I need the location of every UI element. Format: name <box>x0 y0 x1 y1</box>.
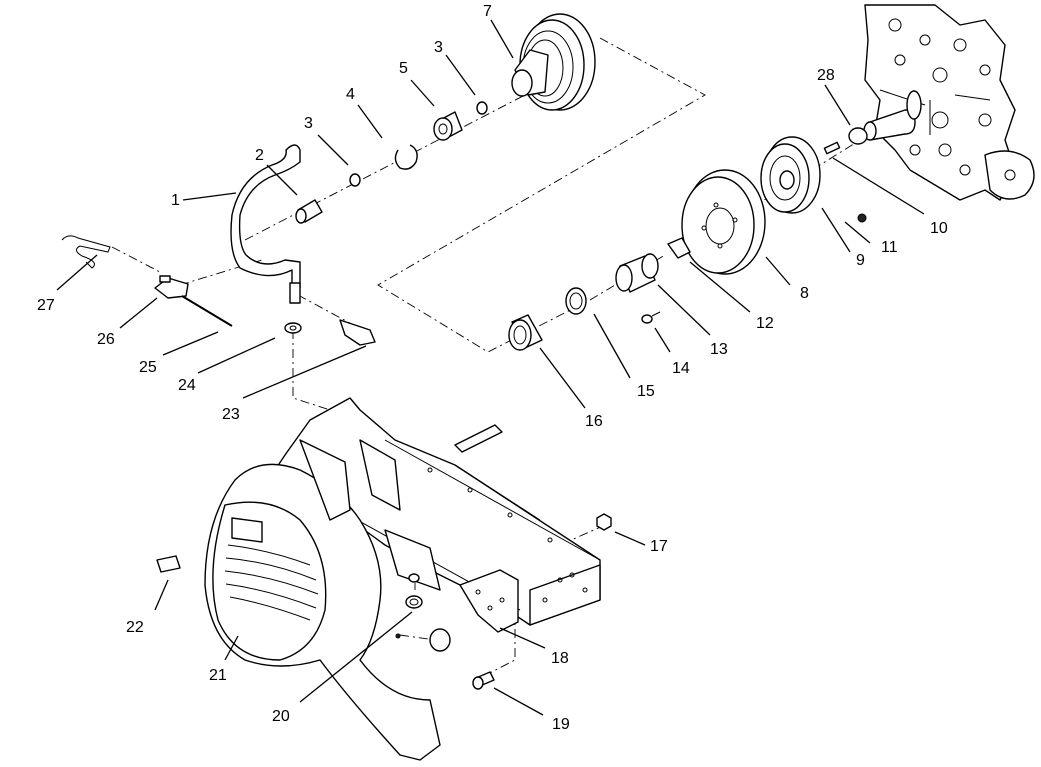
part-4-snap-ring <box>394 144 418 170</box>
part-15-ring <box>565 287 587 315</box>
callout-12: 12 <box>756 315 774 332</box>
leader-lines <box>56 19 925 716</box>
callout-1: 1 <box>171 192 180 209</box>
part-25-pin <box>181 295 233 327</box>
part-5-bearing <box>433 111 463 141</box>
callout-21: 21 <box>209 667 227 684</box>
part-12-clip <box>667 237 691 259</box>
chassis-frame <box>274 397 601 626</box>
part-2-coupler <box>295 199 323 224</box>
part-28-bushing <box>848 127 868 145</box>
callout-13: 13 <box>710 341 728 358</box>
part-19-bolt <box>472 671 495 690</box>
callout-7: 7 <box>483 3 492 20</box>
callout-19: 19 <box>552 716 570 733</box>
callout-23: 23 <box>222 406 240 423</box>
part-14-screw <box>641 311 661 324</box>
part-26-bracket <box>154 275 189 299</box>
callout-14: 14 <box>672 360 690 377</box>
callout-25: 25 <box>139 359 157 376</box>
callout-18: 18 <box>551 650 569 667</box>
callout-3a: 3 <box>304 115 313 132</box>
part-24-washer <box>284 322 302 334</box>
engine <box>863 4 1035 201</box>
callout-17: 17 <box>650 538 668 555</box>
callout-5: 5 <box>399 60 408 77</box>
callout-28: 28 <box>817 67 835 84</box>
callout-2: 2 <box>255 147 264 164</box>
callout-22: 22 <box>126 619 144 636</box>
part-1-crank-rod <box>230 144 301 304</box>
part-27-spring-clip <box>61 235 111 269</box>
knob <box>429 628 451 652</box>
callout-3b: 3 <box>434 39 443 56</box>
callout-4: 4 <box>346 86 355 103</box>
callout-24: 24 <box>178 377 196 394</box>
part-16-bearing <box>508 314 543 351</box>
part-3-retaining-ring-2 <box>349 173 361 187</box>
part-13-bushing <box>615 253 659 293</box>
part-23-seal <box>339 319 376 346</box>
callout-labels: 1 2 3 3 4 5 7 8 9 10 11 12 13 14 15 16 1… <box>37 3 948 733</box>
callout-10: 10 <box>930 220 948 237</box>
part-18-bracket <box>459 569 519 633</box>
part-21-chute-housing <box>204 439 441 761</box>
callout-11: 11 <box>881 239 898 256</box>
callout-16: 16 <box>585 413 603 430</box>
part-28-spacer <box>823 141 841 155</box>
callout-8: 8 <box>800 285 809 302</box>
callout-15: 15 <box>637 383 655 400</box>
callout-9: 9 <box>856 252 865 269</box>
part-3-retaining-ring <box>476 101 488 115</box>
callout-26: 26 <box>97 331 115 348</box>
callout-27: 27 <box>37 297 55 314</box>
part-22-plug <box>156 555 181 573</box>
part-10-pulley <box>760 136 821 214</box>
part-8-disc <box>681 169 766 275</box>
part-7-housing <box>511 13 596 111</box>
callout-20: 20 <box>272 708 290 725</box>
part-11-set-screw <box>857 213 867 223</box>
part-20-bushing <box>405 573 423 609</box>
part-17-nut <box>596 513 612 531</box>
